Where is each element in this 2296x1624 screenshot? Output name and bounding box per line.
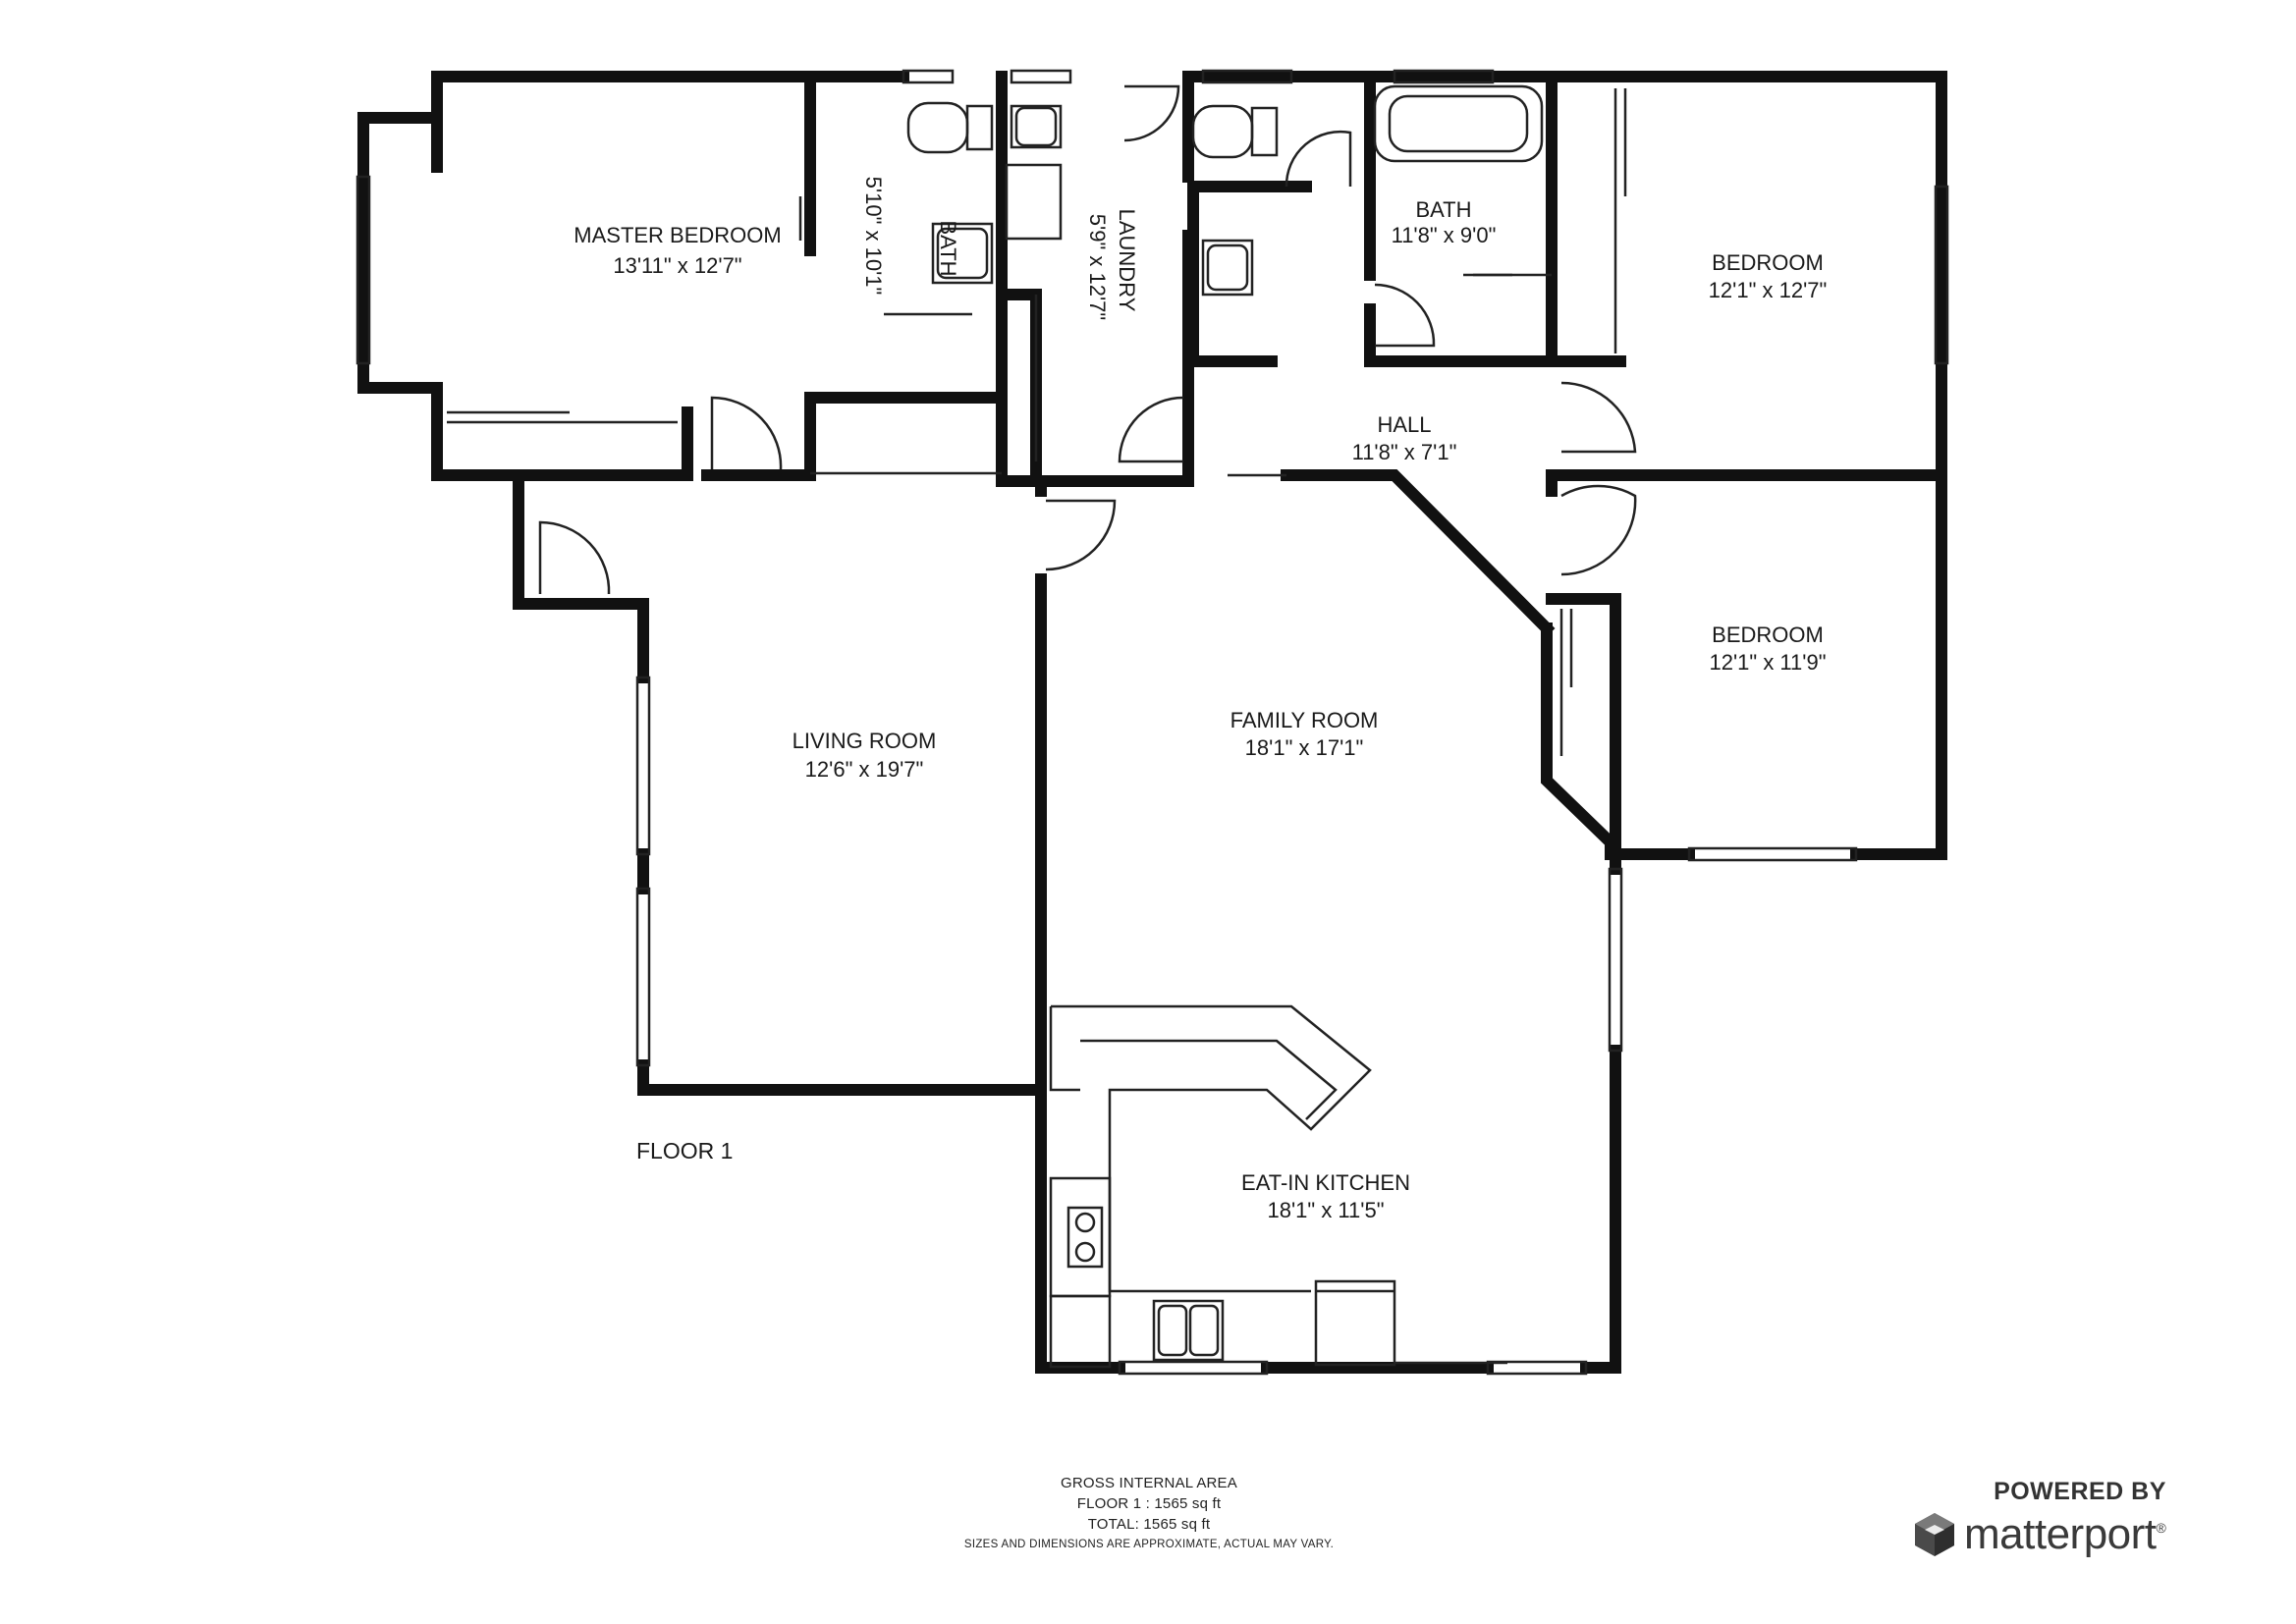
room-name-hall: HALL — [1377, 412, 1431, 437]
room-name-master-bath: BATH — [936, 220, 960, 276]
room-name-bedroom-1: BEDROOM — [1712, 250, 1824, 275]
room-name-living-room: LIVING ROOM — [793, 729, 937, 753]
room-size-master-bath: 5'10" x 10'1" — [861, 177, 886, 296]
room-size-laundry: 5'9" x 12'7" — [1085, 214, 1110, 320]
room-labels: MASTER BEDROOM 13'11" x 12'7" BATH 5'10"… — [574, 177, 1827, 1222]
matterport-cube-icon — [1915, 1513, 1954, 1556]
room-name-family-room: FAMILY ROOM — [1230, 708, 1379, 732]
room-size-master-bedroom: 13'11" x 12'7" — [613, 253, 741, 278]
room-size-bath: 11'8" x 9'0" — [1392, 223, 1497, 247]
room-size-living-room: 12'6" x 19'7" — [805, 757, 924, 782]
room-name-eat-in-kitchen: EAT-IN KITCHEN — [1241, 1170, 1410, 1195]
room-name-master-bedroom: MASTER BEDROOM — [574, 223, 781, 247]
area-summary: GROSS INTERNAL AREA FLOOR 1 : 1565 sq ft… — [854, 1473, 1444, 1555]
room-size-bedroom-2: 12'1" x 11'9" — [1709, 650, 1826, 675]
room-name-bedroom-2: BEDROOM — [1712, 623, 1824, 647]
room-name-bath: BATH — [1415, 197, 1471, 222]
room-name-laundry: LAUNDRY — [1115, 209, 1139, 312]
floor-area: FLOOR 1 : 1565 sq ft — [1076, 1495, 1222, 1512]
room-size-family-room: 18'1" x 17'1" — [1245, 735, 1364, 760]
room-size-eat-in-kitchen: 18'1" x 11'5" — [1267, 1198, 1384, 1222]
room-size-bedroom-1: 12'1" x 12'7" — [1709, 278, 1828, 302]
disclaimer: SIZES AND DIMENSIONS ARE APPROXIMATE, AC… — [963, 1539, 1335, 1550]
floor-label: FLOOR 1 — [636, 1138, 733, 1164]
fixtures-and-windows — [355, 69, 1949, 1376]
registered-mark: ® — [2156, 1520, 2166, 1536]
walls — [357, 71, 1947, 1374]
area-title: GROSS INTERNAL AREA — [1061, 1475, 1237, 1491]
room-size-hall: 11'8" x 7'1" — [1352, 440, 1457, 464]
matterport-badge: POWERED BY matterport ® — [1913, 1478, 2208, 1559]
total-area: TOTAL: 1565 sq ft — [1087, 1516, 1211, 1533]
powered-by-label: POWERED BY — [1994, 1478, 2166, 1505]
brand-row: matterport ® — [1913, 1510, 2208, 1559]
brand-name: matterport — [1964, 1510, 2157, 1558]
